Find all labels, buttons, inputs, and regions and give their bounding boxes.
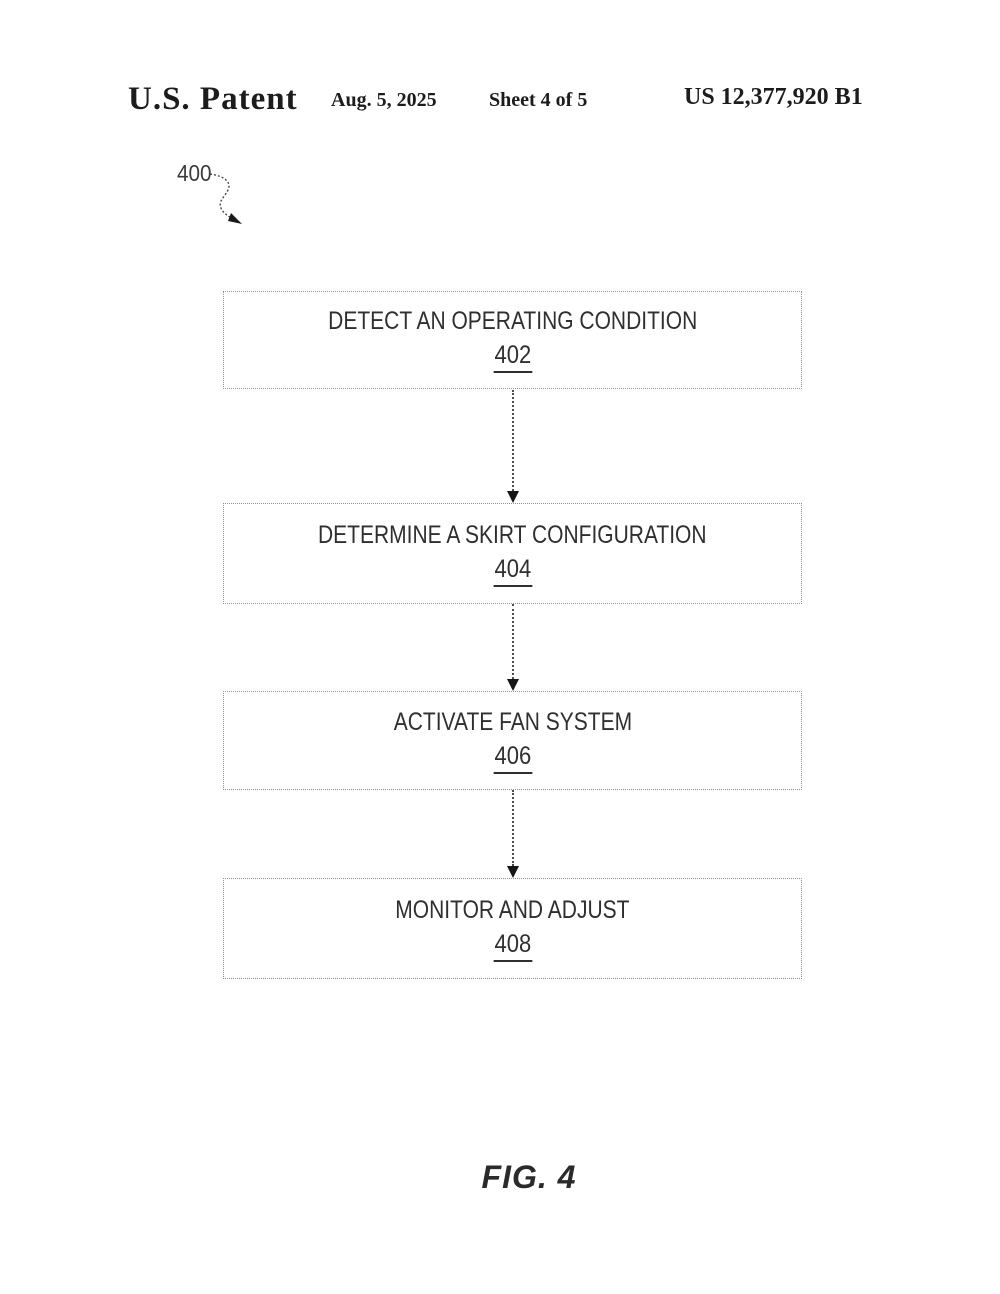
sheet-info: Sheet 4 of 5 xyxy=(489,89,588,111)
arrow-line xyxy=(512,390,514,491)
step-label: MONITOR AND ADJUST xyxy=(395,895,630,924)
flow-step-monitor-and-adjust: MONITOR AND ADJUST 408 xyxy=(223,878,802,979)
figure-reference-label: 400 xyxy=(177,160,212,186)
arrowhead-icon xyxy=(507,866,519,878)
patent-title: U.S. Patent xyxy=(128,81,298,117)
flow-arrow-2 xyxy=(506,604,520,691)
flow-arrow-3 xyxy=(506,790,520,878)
arrowhead-icon xyxy=(507,491,519,503)
step-label: ACTIVATE FAN SYSTEM xyxy=(393,707,632,736)
step-number: 408 xyxy=(493,930,532,962)
flow-step-detect-operating-condition: DETECT AN OPERATING CONDITION 402 xyxy=(223,291,802,389)
step-number: 402 xyxy=(493,341,532,373)
arrow-line xyxy=(512,604,514,679)
figure-caption: FIG. 4 xyxy=(481,1159,577,1195)
arrow-line xyxy=(512,790,514,866)
arrowhead-icon xyxy=(507,679,519,691)
patent-number: US 12,377,920 B1 xyxy=(684,84,863,110)
patent-date: Aug. 5, 2025 xyxy=(331,89,437,111)
step-number: 404 xyxy=(493,555,532,587)
lead-line-arrow-icon xyxy=(209,173,242,224)
step-number: 406 xyxy=(493,742,532,774)
flow-step-activate-fan-system: ACTIVATE FAN SYSTEM 406 xyxy=(223,691,802,790)
flow-arrow-1 xyxy=(506,390,520,503)
flow-step-determine-skirt-configuration: DETERMINE A SKIRT CONFIGURATION 404 xyxy=(223,503,802,604)
step-label: DETERMINE A SKIRT CONFIGURATION xyxy=(318,520,707,549)
step-label: DETECT AN OPERATING CONDITION xyxy=(327,307,698,335)
